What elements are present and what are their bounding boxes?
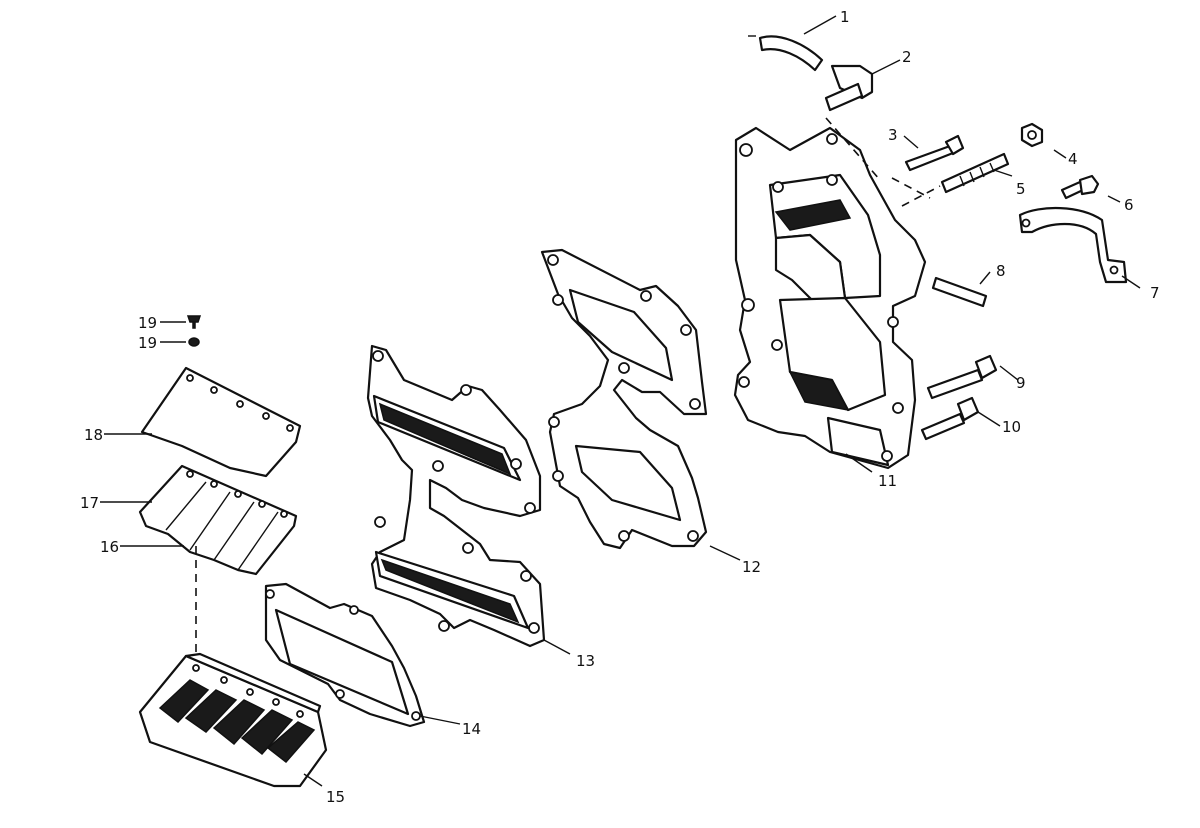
callout-6: 6 [1124, 196, 1134, 214]
callout-3: 3 [888, 126, 898, 144]
callout-1: 1 [840, 8, 850, 26]
part-12-gasket [540, 248, 708, 550]
callout-13: 13 [576, 652, 595, 670]
callout-12: 12 [742, 558, 761, 576]
part-15-reed-cage [138, 652, 328, 788]
callout-8: 8 [996, 262, 1006, 280]
callout-16: 16 [100, 538, 119, 556]
callout-5: 5 [1016, 180, 1026, 198]
callout-11: 11 [878, 472, 897, 490]
callout-2: 2 [902, 48, 912, 66]
part-3-bolt [904, 134, 965, 172]
part-8-stud [931, 276, 988, 308]
callout-numbers: 1 2 3 4 5 6 7 8 9 10 11 12 13 14 15 16 1… [80, 8, 1160, 806]
part-4-nut [1020, 122, 1044, 148]
callout-19-screw: 19 [138, 314, 157, 332]
part-2-fitting [824, 64, 874, 112]
callout-17: 17 [80, 494, 99, 512]
callout-9: 9 [1016, 374, 1026, 392]
callout-18: 18 [84, 426, 103, 444]
part-6-screw [1060, 174, 1100, 200]
callout-4: 4 [1068, 150, 1078, 168]
part-9-bolt [926, 354, 998, 400]
part-5-stud [940, 152, 1010, 194]
part-16-17-reeds [138, 464, 298, 576]
part-19-screw-washer [186, 315, 202, 347]
part-7-clamp [1018, 207, 1128, 284]
part-18-reed-stop [140, 366, 302, 478]
assembly-center-lines [195, 117, 941, 652]
part-13-reed-plate [366, 344, 546, 648]
part-14-gasket [264, 582, 426, 728]
callout-15: 15 [326, 788, 345, 806]
leader-lines [100, 15, 1141, 787]
part-11-intake-manifold-block [733, 126, 927, 470]
callout-19-washer: 19 [138, 334, 157, 352]
part-1-hose [748, 35, 824, 72]
callout-10: 10 [1002, 418, 1021, 436]
callout-14: 14 [462, 720, 481, 738]
callout-7: 7 [1150, 284, 1160, 302]
part-10-bolt [920, 396, 980, 441]
